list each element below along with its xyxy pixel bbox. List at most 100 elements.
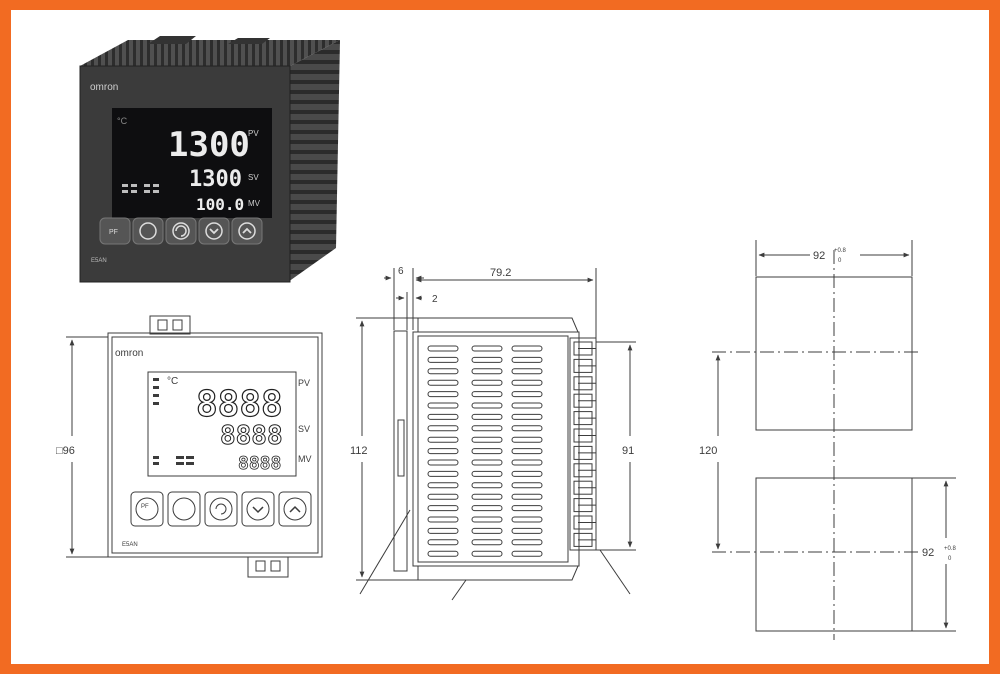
front-chevron-up-icon xyxy=(289,505,301,513)
front-sv-label: SV xyxy=(298,424,310,434)
front-top-clip xyxy=(149,315,191,335)
top-fins xyxy=(80,40,340,66)
front-keypad: PF xyxy=(130,491,312,527)
front-down-key[interactable] xyxy=(241,491,275,527)
vent-slot xyxy=(427,539,459,546)
photo-mode-key[interactable] xyxy=(132,217,164,245)
cutout-pitch-dimension: 120 xyxy=(699,445,717,457)
photo-chevron-down-icon xyxy=(209,228,219,235)
photo-chevron-up-icon xyxy=(242,227,252,234)
photo-mv-label: MV xyxy=(248,199,261,208)
vent-slot xyxy=(427,413,459,420)
photo-mv-value: 100.0 xyxy=(196,195,244,214)
photo-pv-label: PV xyxy=(248,129,259,138)
side-bezel xyxy=(393,330,408,572)
photo-cycle-icon xyxy=(175,225,187,237)
vent-slot xyxy=(471,493,503,500)
vent-slot xyxy=(511,482,543,489)
front-bezel xyxy=(107,332,323,558)
vent-slot xyxy=(511,368,543,375)
drawing-canvas: omron °C 1300 PV 1300 SV 100.0 MV xyxy=(11,10,989,664)
front-sv-digits: 8888 xyxy=(220,421,283,451)
vent-slot xyxy=(471,470,503,477)
vent-slot xyxy=(471,459,503,466)
photo-keypad: PF xyxy=(99,217,263,245)
front-pv-label: PV xyxy=(298,378,310,388)
vent-slot xyxy=(427,425,459,432)
front-model-label: E5AN xyxy=(122,542,138,548)
vent-slot xyxy=(427,550,459,557)
vent-slot xyxy=(471,368,503,375)
side-vent-slots xyxy=(427,345,543,557)
vent-slot xyxy=(427,482,459,489)
vent-slot xyxy=(511,539,543,546)
photo-sv-label: SV xyxy=(248,173,259,182)
vent-slot xyxy=(471,436,503,443)
vent-slot xyxy=(471,413,503,420)
device-photo: omron °C 1300 PV 1300 SV 100.0 MV xyxy=(79,36,340,283)
vent-slot xyxy=(427,368,459,375)
vent-slot xyxy=(471,345,503,352)
vent-slot xyxy=(427,493,459,500)
side-body xyxy=(412,331,580,567)
vent-slot xyxy=(511,413,543,420)
photo-level-key[interactable] xyxy=(165,217,197,245)
photo-down-key[interactable] xyxy=(198,217,230,245)
vent-slot xyxy=(471,516,503,523)
front-pv-digits: 8888 xyxy=(196,384,283,425)
front-up-key[interactable] xyxy=(278,491,312,527)
vent-slot xyxy=(427,356,459,363)
vent-slot xyxy=(511,527,543,534)
vent-slot xyxy=(471,402,503,409)
side-height-dimension: 112 xyxy=(350,445,368,457)
cutout-top-tolerance-upper: +0.8 xyxy=(834,248,847,254)
vent-slot xyxy=(471,527,503,534)
vent-slot xyxy=(471,425,503,432)
photo-pf-key[interactable] xyxy=(99,217,131,245)
vent-slot xyxy=(471,482,503,489)
side-terminal-block xyxy=(569,337,597,551)
vent-slot xyxy=(471,379,503,386)
side-panel-dimension: 2 xyxy=(432,294,438,305)
vent-slot xyxy=(511,402,543,409)
vent-slot xyxy=(511,379,543,386)
front-temp-unit: °C xyxy=(167,376,178,387)
front-cycle-icon xyxy=(215,503,227,515)
dimension-drawing: omron °C 1300 PV 1300 SV 100.0 MV xyxy=(56,36,957,640)
vent-slot xyxy=(427,436,459,443)
front-brand-logo: omron xyxy=(115,348,143,359)
vent-slot xyxy=(471,391,503,398)
vent-slot xyxy=(427,345,459,352)
vent-slot xyxy=(511,493,543,500)
side-view-drawing: 112 91 79.2 6 2 xyxy=(350,266,636,601)
front-level-key[interactable] xyxy=(204,491,238,527)
side-top-bracket xyxy=(417,317,579,333)
vent-slot xyxy=(427,391,459,398)
vent-slot xyxy=(471,539,503,546)
vent-slot xyxy=(471,356,503,363)
vent-slot xyxy=(511,516,543,523)
vent-slot xyxy=(427,527,459,534)
photo-sv-value: 1300 xyxy=(189,167,242,192)
cutout-bottom-width: 92 xyxy=(922,547,934,559)
photo-brand-logo: omron xyxy=(90,82,118,93)
vent-slot xyxy=(511,505,543,512)
front-chevron-down-icon xyxy=(252,506,264,514)
side-terminal-dimension: 91 xyxy=(622,445,634,457)
photo-temp-unit: °C xyxy=(117,116,128,126)
vent-slot xyxy=(427,379,459,386)
vent-slot xyxy=(471,550,503,557)
vent-slot xyxy=(511,345,543,352)
front-mv-digits: 8888 xyxy=(238,453,281,474)
side-depth-dimension: 79.2 xyxy=(490,267,511,279)
front-mode-key[interactable] xyxy=(167,491,201,527)
photo-up-key[interactable] xyxy=(231,217,263,245)
vent-slot xyxy=(511,550,543,557)
cutout-bottom-tolerance-lower: 0 xyxy=(948,556,952,562)
cutout-top-tolerance-lower: 0 xyxy=(838,258,842,264)
front-status-indicators xyxy=(153,378,194,465)
vent-slot xyxy=(427,470,459,477)
front-lcd-window xyxy=(147,371,297,477)
front-pf-key[interactable] xyxy=(130,491,164,527)
